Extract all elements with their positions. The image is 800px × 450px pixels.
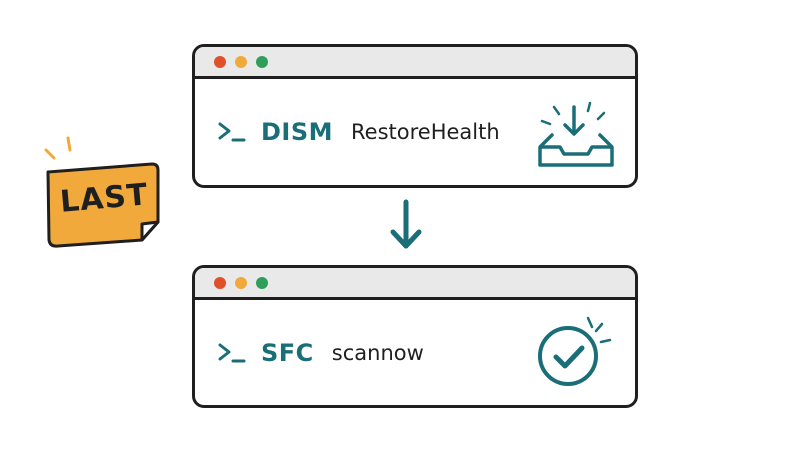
terminal-prompt-icon bbox=[218, 122, 246, 142]
command-argument: RestoreHealth bbox=[351, 120, 500, 144]
minimize-dot-icon bbox=[235, 56, 247, 68]
terminal-prompt-icon bbox=[218, 343, 246, 363]
close-dot-icon bbox=[214, 277, 226, 289]
command-argument: scannow bbox=[331, 341, 424, 365]
arrow-down-icon bbox=[390, 199, 422, 249]
maximize-dot-icon bbox=[256, 277, 268, 289]
download-tray-icon bbox=[538, 101, 614, 167]
sfc-terminal-window: SFC scannow bbox=[192, 265, 638, 408]
close-dot-icon bbox=[214, 56, 226, 68]
command-name: DISM bbox=[261, 118, 334, 146]
last-badge-icon bbox=[44, 136, 160, 248]
check-circle-icon bbox=[538, 316, 612, 386]
dism-terminal-window: DISM RestoreHealth bbox=[192, 44, 638, 188]
command-line: DISM RestoreHealth bbox=[217, 117, 500, 147]
titlebar bbox=[195, 47, 635, 79]
minimize-dot-icon bbox=[235, 277, 247, 289]
command-line: SFC scannow bbox=[217, 338, 424, 368]
command-name: SFC bbox=[261, 339, 314, 367]
titlebar bbox=[195, 268, 635, 300]
maximize-dot-icon bbox=[256, 56, 268, 68]
